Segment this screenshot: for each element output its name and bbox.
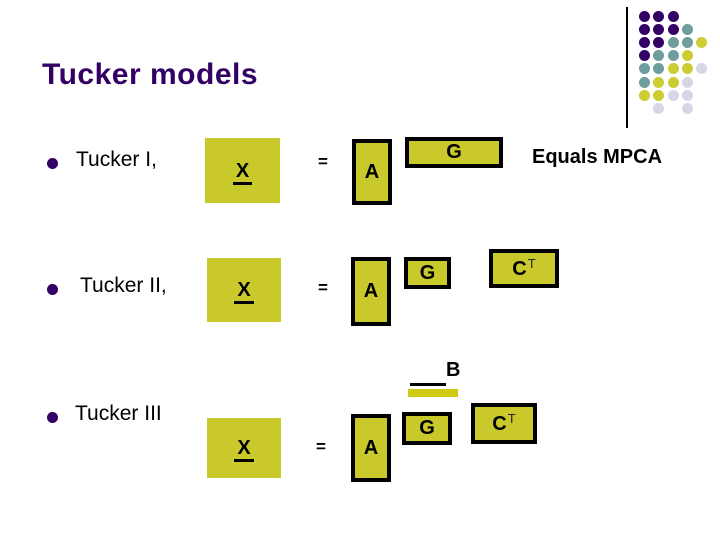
deco-dot	[681, 50, 693, 62]
deco-dot	[653, 11, 665, 22]
matrix-label-a: A	[363, 280, 379, 302]
deco-dot	[639, 76, 650, 88]
bullet-icon	[47, 158, 58, 169]
matrix-label-x: X	[232, 160, 253, 185]
dot-pattern	[639, 11, 719, 126]
matrix-box-x-row1: X	[205, 138, 280, 203]
bullet-item-tucker-1: Tucker I,	[76, 148, 157, 171]
deco-dot	[639, 24, 650, 36]
matrix-box-x-row2: X	[207, 258, 281, 322]
deco-dot	[667, 63, 679, 75]
deco-dot	[681, 37, 693, 49]
matrix-label-g: G	[419, 417, 435, 439]
deco-dot	[681, 89, 693, 101]
matrix-label-g: G	[419, 261, 436, 284]
deco-dot	[696, 63, 708, 75]
deco-dot	[653, 76, 665, 88]
matrix-label-a: A	[363, 436, 379, 459]
deco-dot	[653, 24, 665, 36]
matrix-box-x-row3: X	[207, 418, 281, 478]
matrix-box-g-row3: G	[402, 412, 452, 445]
matrix-label-c: CT	[512, 256, 536, 280]
b-underline	[410, 383, 446, 386]
deco-dot	[653, 37, 665, 49]
matrix-label-x: X	[234, 438, 254, 462]
matrix-box-g-row2: G	[404, 257, 451, 289]
decoration-vertical-line	[626, 7, 628, 128]
deco-dot	[639, 89, 650, 101]
bullet-icon	[47, 412, 58, 423]
matrix-box-a-row1: A	[352, 139, 392, 205]
bullet-item-tucker-2: Tucker II,	[80, 274, 167, 297]
matrix-label-a: A	[364, 160, 380, 183]
deco-dot	[653, 102, 665, 114]
matrix-box-a-row2: A	[351, 257, 391, 326]
matrix-label-x: X	[234, 280, 254, 304]
deco-dot	[639, 63, 650, 75]
equals-sign-row1: =	[318, 152, 328, 171]
deco-dot	[667, 76, 679, 88]
deco-dot	[667, 50, 679, 62]
transpose-superscript: T	[507, 411, 516, 426]
deco-dot	[681, 63, 693, 75]
matrix-box-ct-row2: CT	[489, 249, 559, 288]
deco-dot	[696, 37, 708, 49]
deco-dot	[681, 102, 693, 114]
deco-dot	[667, 24, 679, 36]
deco-dot	[639, 37, 650, 49]
equals-sign-row2: =	[318, 278, 328, 297]
matrix-box-g-row1: G	[405, 137, 503, 168]
matrix-label-c: CT	[492, 411, 516, 435]
deco-dot	[639, 50, 650, 62]
deco-dot	[653, 89, 665, 101]
matrix-bar-b	[408, 389, 458, 397]
matrix-box-ct-row3: CT	[471, 403, 537, 444]
matrix-label-g: G	[446, 141, 462, 163]
transpose-superscript: T	[527, 256, 536, 271]
equals-mpca-note: Equals MPCA	[532, 146, 663, 168]
deco-dot	[667, 37, 679, 49]
page-title: Tucker models	[42, 58, 259, 91]
equals-sign-row3: =	[316, 437, 326, 456]
deco-dot	[639, 11, 650, 22]
deco-dot	[681, 24, 693, 36]
matrix-label-b: B	[446, 359, 461, 381]
deco-dot	[681, 76, 693, 88]
matrix-box-a-row3: A	[351, 414, 391, 482]
deco-dot	[667, 89, 679, 101]
bullet-item-tucker-3: Tucker III	[75, 402, 162, 425]
deco-dot	[653, 50, 665, 62]
deco-dot	[653, 63, 665, 75]
bullet-icon	[47, 284, 58, 295]
deco-dot	[667, 11, 679, 22]
